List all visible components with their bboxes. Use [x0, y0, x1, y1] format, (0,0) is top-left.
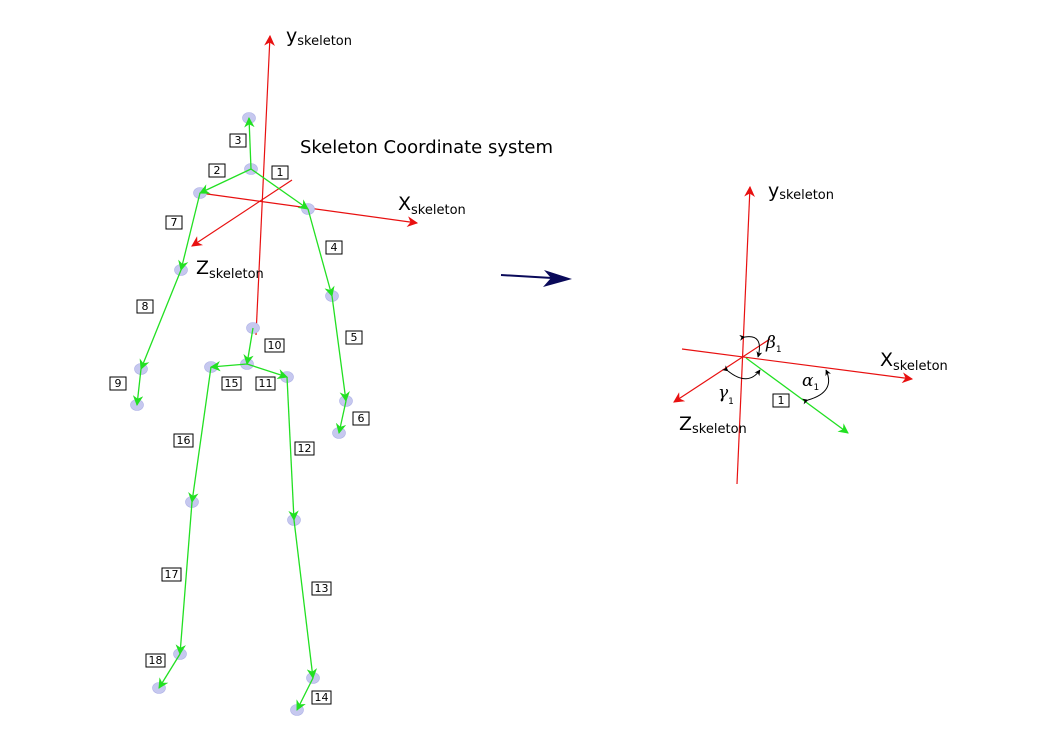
bone-10 — [243, 327, 254, 366]
z-axis-label: Zskeleton — [679, 413, 747, 437]
bone-3 — [244, 116, 255, 170]
bone-label-6: 6 — [352, 411, 370, 426]
right-arrow-icon — [500, 270, 572, 287]
bone-5 — [331, 295, 350, 403]
bone-label-1: 1 — [772, 393, 790, 408]
bone-label-18: 18 — [145, 653, 166, 668]
svg-text:12: 12 — [298, 442, 312, 455]
svg-text:3: 3 — [235, 134, 242, 147]
bone-label-11: 11 — [255, 376, 276, 391]
bone-15 — [209, 361, 248, 372]
svg-text:7: 7 — [171, 216, 178, 229]
skeleton-axes — [191, 34, 419, 336]
bone-label-15: 15 — [221, 376, 242, 391]
bone-label-5: 5 — [345, 330, 363, 345]
bone-coordinate-frame: 1 β1 γ1 α1 yskeleton Xskeleton Zskeleton — [673, 180, 948, 485]
beta-angle-arc — [739, 334, 763, 358]
y-axis — [255, 34, 275, 336]
svg-text:2: 2 — [214, 164, 221, 177]
bone-label-14: 14 — [311, 690, 332, 705]
svg-text:18: 18 — [149, 654, 163, 667]
svg-text:17: 17 — [165, 568, 179, 581]
bone-12 — [286, 376, 299, 522]
bone-16 — [188, 366, 212, 504]
alpha-label: α1 — [802, 371, 819, 393]
bone-label-8: 8 — [136, 299, 154, 314]
bone-6 — [335, 400, 347, 435]
y-axis-label: yskeleton — [768, 180, 834, 203]
z-axis-label: Zskeleton — [196, 257, 264, 282]
svg-text:9: 9 — [115, 377, 122, 390]
bone-1 — [250, 168, 309, 210]
x-axis-label: Xskeleton — [880, 349, 948, 374]
x-axis — [681, 348, 914, 384]
bone-label-17: 17 — [161, 567, 182, 582]
svg-text:5: 5 — [351, 331, 358, 344]
bone-label-1: 1 — [271, 165, 289, 180]
bone-14 — [296, 677, 314, 711]
bone-label-7: 7 — [165, 215, 183, 230]
svg-text:15: 15 — [225, 377, 239, 390]
svg-text:16: 16 — [177, 434, 191, 447]
bone-1 — [745, 357, 849, 434]
bone-label-12: 12 — [294, 441, 315, 456]
bone-label-10: 10 — [264, 338, 285, 353]
bone-7 — [178, 192, 201, 272]
bone-label-9: 9 — [109, 376, 127, 391]
alpha-angle-arc — [801, 369, 831, 405]
svg-text:4: 4 — [331, 241, 338, 254]
bone-17 — [175, 501, 193, 656]
svg-text:6: 6 — [358, 412, 365, 425]
bone-label-4: 4 — [325, 240, 343, 255]
bone-label-3: 3 — [229, 133, 247, 148]
skeleton-bones — [132, 116, 350, 711]
bone-labels: 1 2 3 4 5 6 7 8 9 10 11 12 13 14 15 16 1… — [109, 133, 370, 705]
bone-2 — [199, 168, 252, 194]
bone-label-13: 13 — [311, 581, 332, 596]
skeleton-figure: 1 2 3 4 5 6 7 8 9 10 11 12 13 14 15 16 1… — [109, 25, 553, 716]
diagram-title: Skeleton Coordinate system — [300, 137, 553, 158]
bone-9 — [132, 368, 144, 407]
svg-text:1: 1 — [778, 394, 785, 407]
svg-text:1: 1 — [277, 166, 284, 179]
svg-text:14: 14 — [315, 691, 329, 704]
bone-8 — [139, 269, 182, 370]
gamma-angle-arc — [721, 365, 761, 380]
beta-label: β1 — [765, 333, 782, 355]
bone-13 — [293, 519, 318, 680]
y-axis-label: yskeleton — [286, 25, 352, 49]
gamma-label: γ1 — [718, 383, 734, 407]
svg-text:8: 8 — [142, 300, 149, 313]
bone-4 — [307, 208, 335, 298]
svg-text:13: 13 — [315, 582, 329, 595]
skeleton-joints — [130, 112, 353, 716]
bone-label-2: 2 — [208, 163, 226, 178]
bone-label-16: 16 — [173, 433, 194, 448]
svg-text:11: 11 — [259, 377, 273, 390]
y-axis — [736, 185, 755, 485]
bone-18 — [158, 653, 181, 689]
svg-text:10: 10 — [268, 339, 282, 352]
z-axis — [191, 179, 293, 247]
x-axis-label: Xskeleton — [398, 193, 466, 218]
bone-11 — [246, 363, 288, 380]
